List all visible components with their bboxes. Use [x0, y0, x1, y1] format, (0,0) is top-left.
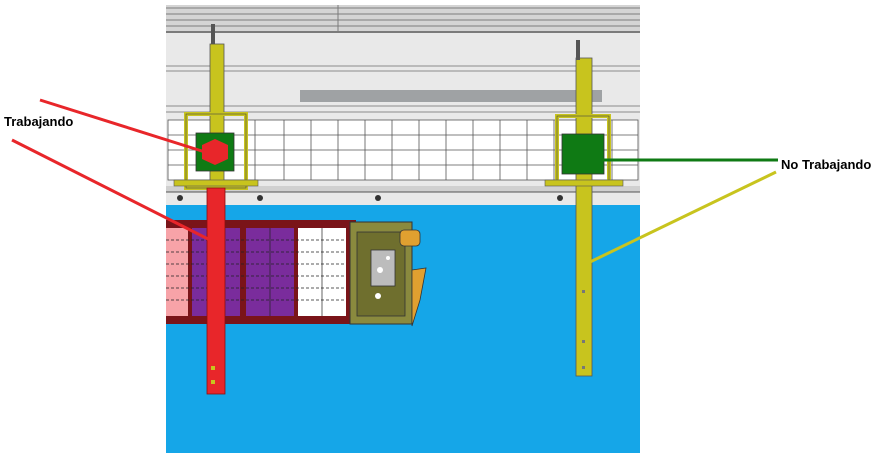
crane-working — [173, 24, 259, 395]
crane-idle — [544, 40, 624, 377]
pointer-not-working — [589, 158, 778, 264]
label-not-working: No Trabajando — [781, 157, 871, 172]
roof-lines — [166, 5, 640, 33]
ship — [166, 220, 427, 327]
working-indicator-hexagon — [202, 139, 228, 165]
shed-bar — [300, 90, 602, 102]
label-working: Trabajando — [4, 114, 74, 129]
pointer-working — [11, 98, 211, 242]
quay-edge — [166, 186, 640, 192]
